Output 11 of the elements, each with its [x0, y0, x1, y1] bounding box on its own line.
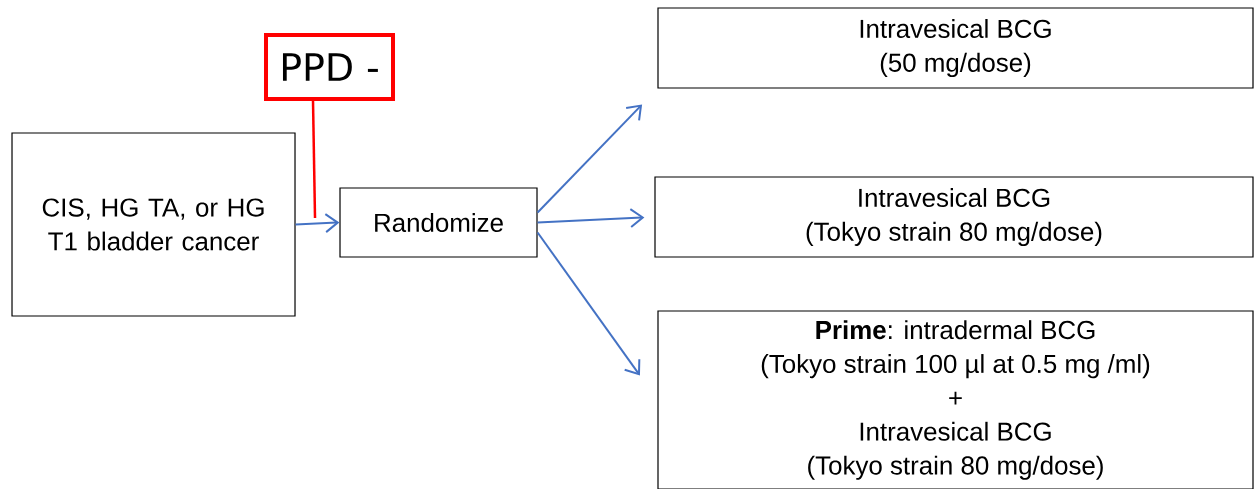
arrow	[294, 213, 340, 234]
process-box: Randomize	[339, 187, 538, 258]
arrow	[536, 208, 645, 229]
label-box: PPD -	[264, 33, 395, 101]
arrow	[536, 231, 641, 376]
treatment-box: Prime: intradermal BCG (Tokyo strain 100 µl at 0.5 mg /ml) + Intravesical BCG (Tokyo strain 80 mg/dose)	[657, 310, 1254, 489]
arrow	[536, 104, 643, 214]
treatment-box: Intravesical BCG (Tokyo strain 80 mg/dose)	[654, 176, 1254, 258]
treatment-box: Intravesical BCG (50 mg/dose)	[657, 7, 1254, 89]
connector-line	[311, 100, 317, 218]
process-box: CIS, HG TA, or HG T1 bladder cancer	[11, 132, 296, 317]
